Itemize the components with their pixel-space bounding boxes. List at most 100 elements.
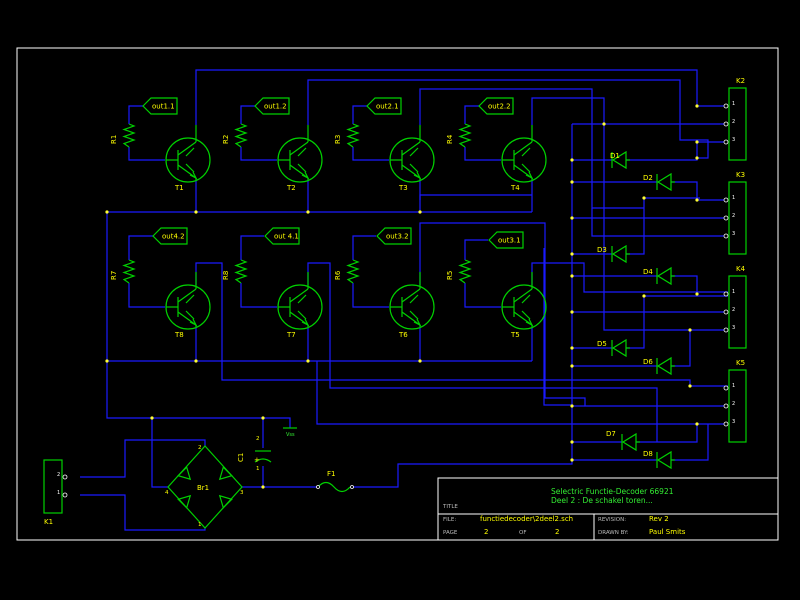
connector-label: K2 [736,77,745,85]
resistor-label: R7 [110,271,118,280]
junction-dots [105,104,699,489]
diode-label: D1 [610,152,620,160]
diode: D1 [610,150,630,170]
output-label: out3.1 [498,237,521,245]
drawing-frame [16,47,779,541]
diode: D4 [643,266,675,286]
vss-ground: Vss [283,427,297,438]
connector-k5: K5 1 2 3 [723,359,747,443]
revision-label: REVISION: [598,517,626,523]
diode-label: D4 [643,268,653,276]
bridge-pin-2: 2 [198,445,202,451]
connector-pin: 3 [732,419,735,425]
connector-pin: 1 [57,490,60,496]
transistor-group: T6 R6 out3.2 [334,227,435,339]
transistor-group: T4 R4 out2.2 [446,97,547,192]
resistor-label: R4 [446,134,454,144]
transistor-label: T4 [510,184,520,192]
bridge-rectifier: Br1 2 4 3 1 [165,445,244,529]
diode-label: D5 [597,340,607,348]
connector-label: K4 [736,265,746,273]
output-label: out2.2 [488,103,511,111]
diode: D7 [606,430,640,452]
bridge-pin-4: 4 [165,490,169,496]
power-supply: Br1 2 4 3 1 C1 2 1 + Vss F1 [165,427,354,529]
diode-label: D6 [643,358,653,366]
transistor-group: T5 R5 out3.1 [446,231,547,339]
transistor-label: T3 [398,184,408,192]
diode: D3 [597,244,630,264]
output-label: out1.2 [264,103,287,111]
wiring [80,69,728,531]
connector-pin: 2 [732,401,735,407]
output-label: out4.2 [162,233,185,241]
transistor-label: T1 [174,184,184,192]
capacitor-c1: C1 2 1 + [237,436,272,472]
fuse-label: F1 [327,470,335,478]
connector-label: K1 [44,518,53,526]
title-line-1: Selectric Functie-Decoder 66921 [551,487,674,496]
diode-label: D2 [643,174,653,182]
output-label: out 4.1 [274,233,299,241]
diode: D6 [643,356,675,376]
transistor-label: T2 [286,184,296,192]
connector-pin: 2 [732,213,735,219]
transistor-label: T7 [286,331,296,339]
connector-pin: 1 [732,383,735,389]
file-value: functiedecoder\2deel2.sch [480,515,573,523]
diode-label: D3 [597,246,607,254]
bridge-pin-3: 3 [240,490,244,496]
revision-value: Rev 2 [649,515,669,523]
connector-pin: 3 [732,137,735,143]
diode: D8 [643,450,675,470]
bridge-label: Br1 [197,484,209,492]
page-label: PAGE [443,530,458,536]
of-label: OF [519,530,527,536]
output-label: out3.2 [386,233,409,241]
connector-pin: 1 [732,195,735,201]
resistor-label: R5 [446,271,454,280]
diode: D5 [597,338,630,358]
connector-pin: 2 [57,472,60,478]
connector-pin: 2 [732,307,735,313]
drawn-by-value: Paul Smits [649,528,686,536]
connector-k2: K2 1 2 3 [723,77,747,161]
transistor-label: T6 [398,331,408,339]
connector-label: K5 [736,359,745,367]
connector-pin: 2 [732,119,735,125]
cap-pin-2: 2 [256,436,260,442]
file-label: FILE: [443,517,456,523]
output-label: out2.1 [376,103,399,111]
cap-plus: + [254,456,260,464]
connector-label: K3 [736,171,745,179]
fuse-f1: F1 [316,470,354,493]
connector-pin: 1 [732,101,735,107]
title-label: TITLE [442,504,458,510]
connector-pin: 3 [732,325,735,331]
resistor-label: R1 [110,135,118,144]
diode-label: D8 [643,450,653,458]
resistor-label: R6 [334,270,342,280]
transistor-label: T5 [510,331,520,339]
diode-label: D7 [606,430,616,438]
of-value: 2 [555,528,559,536]
diode: D2 [643,172,675,192]
connector-k1: K1 2 1 [43,459,68,526]
title-line-2: Deel 2 : De schakel toren... [551,496,653,505]
page-value: 2 [484,528,488,536]
connector-k3: K3 1 2 3 [723,171,747,255]
connector-pin: 3 [732,231,735,237]
bridge-pin-1: 1 [198,522,202,528]
drawn-by-label: DRAWN BY: [598,530,629,536]
title-block: TITLE Selectric Functie-Decoder 66921 De… [437,477,779,541]
cap-pin-1: 1 [256,466,260,472]
components: T1R1out1.1T2R2out1.2T3R3out2.1T4R4out2.2… [110,97,675,470]
